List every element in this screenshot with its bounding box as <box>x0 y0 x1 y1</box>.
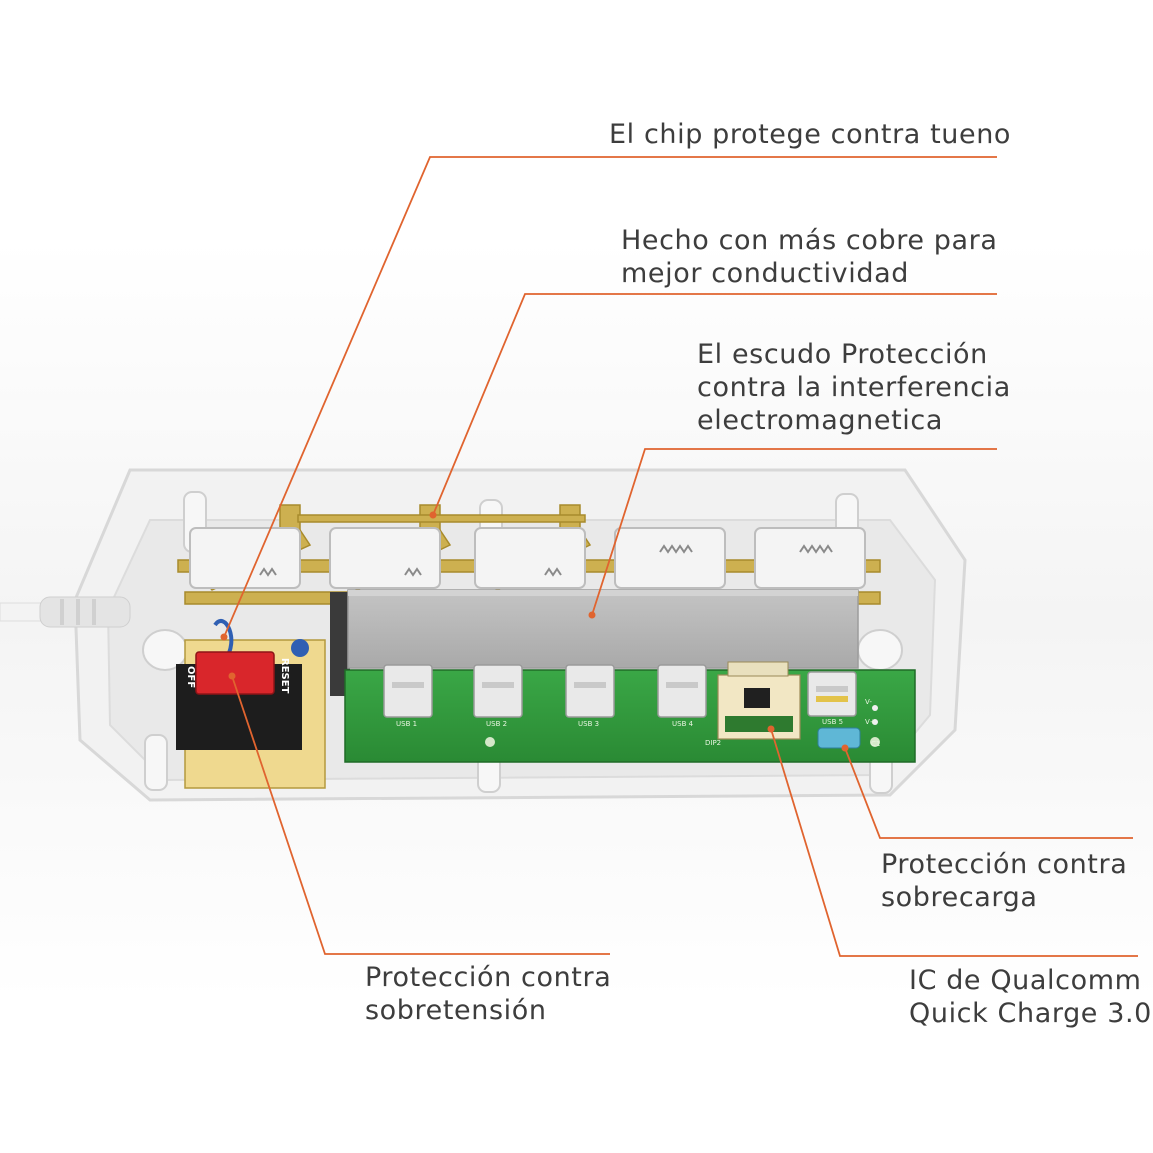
callout-dot-copper <box>429 511 437 519</box>
callout-label-line: El chip protege contra tueno <box>609 119 1012 150</box>
usb-pcb: USB 1 USB 2 USB 3 USB 4 USB 5 DIP2 C1 V-… <box>344 661 916 763</box>
callout-line-overvoltage <box>231 675 610 955</box>
usb-1-label: USB 1 <box>396 720 417 728</box>
callout-label-emi-shield: El escudo Protección contra la interfere… <box>697 338 1011 437</box>
callout-label-line: Hecho con más cobre para <box>621 225 998 256</box>
callout-label-line: El escudo Protección <box>697 339 988 370</box>
callout-label-line: mejor conductividad <box>621 258 909 289</box>
switch-board: OFF RESET <box>176 619 326 789</box>
callout-label-line: Protección contra <box>881 849 1128 880</box>
callout-line-lightning-chip <box>223 156 997 638</box>
callout-label-line: contra la interferencia <box>697 372 1011 403</box>
usb-4-label: USB 4 <box>672 720 694 728</box>
callout-line-emi-shield <box>591 448 997 616</box>
callout-line-quick-charge <box>770 728 1138 957</box>
pin-vplus-label: V+ <box>865 718 876 726</box>
callout-dot-lightning-chip <box>220 633 228 641</box>
callout-label-lightning-chip: El chip protege contra tueno <box>609 118 1011 151</box>
power-cord <box>0 596 131 628</box>
callout-label-line: electromagnetica <box>697 405 943 436</box>
callout-dot-emi-shield <box>588 611 596 619</box>
usb-3-label: USB 3 <box>578 720 599 728</box>
callout-label-overvoltage: Protección contra sobretensión <box>365 961 611 1027</box>
callout-line-overload <box>844 747 1133 839</box>
callout-label-line: sobretensión <box>365 995 547 1026</box>
usb-2-label: USB 2 <box>486 720 507 728</box>
callout-dots <box>220 511 849 752</box>
callout-label-overload: Protección contra sobrecarga <box>881 848 1127 914</box>
usb-5-label: USB 5 <box>822 718 843 726</box>
callout-label-line: Quick Charge 3.0 <box>909 998 1152 1029</box>
socket-springs <box>259 544 833 577</box>
emi-shield <box>330 589 859 696</box>
switch-reset-label: RESET <box>279 658 290 694</box>
dip2-label: DIP2 <box>705 739 721 747</box>
switch-off-label: OFF <box>185 666 196 688</box>
callout-dot-overload <box>841 744 849 752</box>
callout-label-line: IC de Qualcomm <box>909 965 1142 996</box>
callout-label-copper: Hecho con más cobre para mejor conductiv… <box>621 224 997 290</box>
callout-line-copper <box>432 293 997 516</box>
callout-dot-overvoltage <box>228 672 236 680</box>
fuse-label: C1 <box>871 740 880 748</box>
pin-vminus-label: V- <box>865 698 872 706</box>
callout-label-line: sobrecarga <box>881 882 1038 913</box>
callout-lines <box>223 156 1138 957</box>
callout-label-line: Protección contra <box>365 962 612 993</box>
callout-dot-quick-charge <box>767 725 775 733</box>
socket-modules <box>189 527 866 589</box>
callout-label-quick-charge: IC de Qualcomm Quick Charge 3.0 <box>909 964 1152 1030</box>
